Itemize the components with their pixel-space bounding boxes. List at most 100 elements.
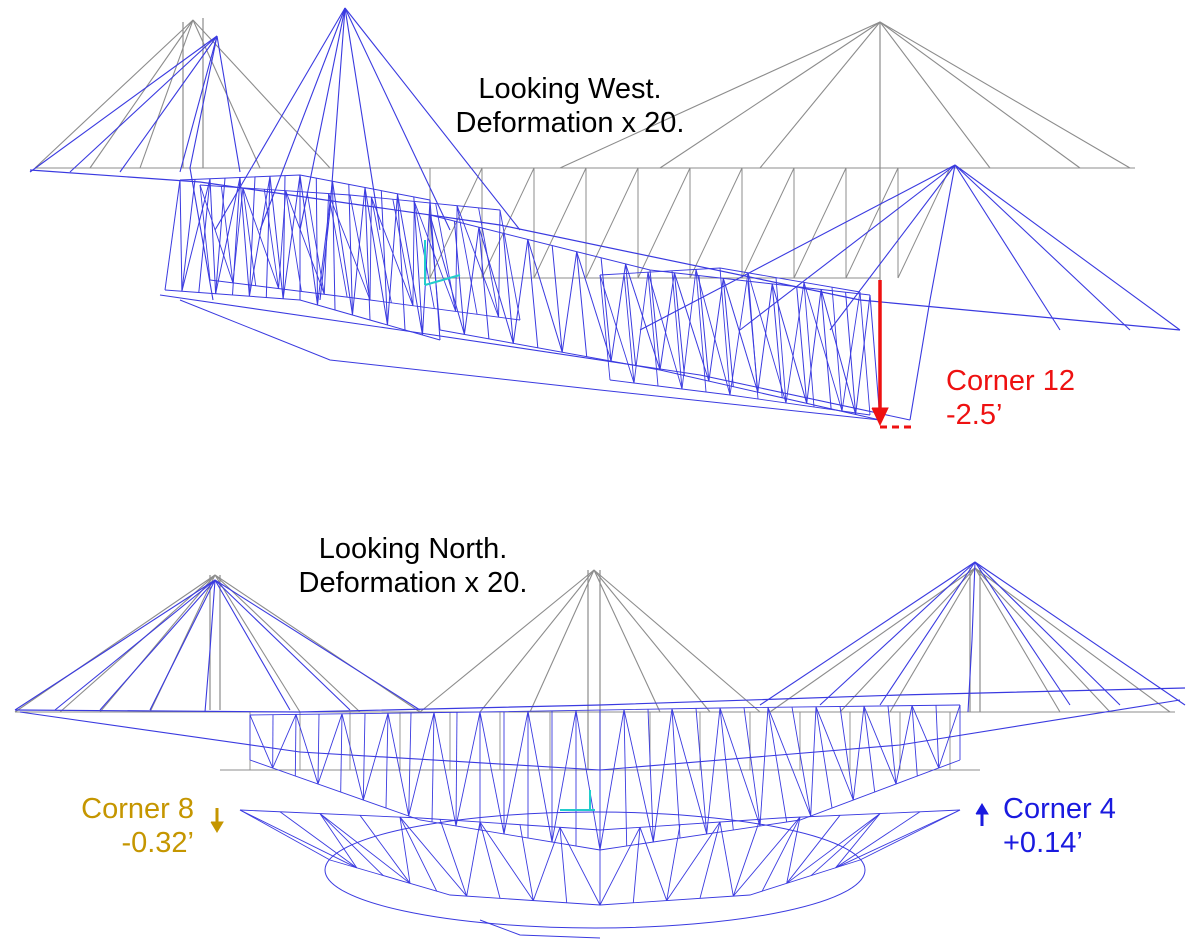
left-truss-diagonal xyxy=(181,178,211,292)
top-view-title-line1: Looking West. xyxy=(478,73,662,105)
left-truss-post xyxy=(215,178,226,294)
left-truss-inner-post xyxy=(499,209,521,321)
tower-mast xyxy=(967,561,976,713)
main-truss-diagonal xyxy=(938,704,961,769)
right-truss-diagonal xyxy=(855,294,871,415)
right-truss-post xyxy=(796,286,808,404)
bottom-view-title-line1: Looking North. xyxy=(318,533,508,565)
top-deformed-frame xyxy=(29,7,1181,421)
left-truss-diagonal xyxy=(352,187,366,316)
truss-diagonal xyxy=(793,167,847,279)
right-truss-inner-diagonal xyxy=(695,269,731,396)
main-truss-post xyxy=(839,706,854,801)
left-truss-post xyxy=(181,179,196,292)
main-truss-post xyxy=(767,707,788,823)
lower-truss-diagonal xyxy=(732,816,801,897)
left-truss-inner-post xyxy=(220,186,234,283)
truss-diagonal xyxy=(481,167,535,279)
displacement-markers xyxy=(210,280,989,833)
truss-diagonal xyxy=(585,167,639,279)
main-truss-diagonal xyxy=(671,708,708,835)
left-truss-diagonal xyxy=(299,174,318,306)
right-truss-diagonal xyxy=(527,239,563,353)
left-truss-diagonal xyxy=(397,193,423,336)
main-truss-diagonal xyxy=(272,714,297,769)
right-truss-inner-diagonal xyxy=(803,282,843,412)
right-truss-post xyxy=(698,275,710,382)
right-truss-post xyxy=(527,239,539,348)
right-truss-inner-diagonal xyxy=(681,269,697,390)
right-truss-inner-post xyxy=(623,273,635,384)
main-truss-diagonal xyxy=(249,714,274,769)
stay-cable xyxy=(214,579,421,711)
main-truss-post xyxy=(911,705,918,777)
left-truss-inner-diagonal xyxy=(328,193,371,301)
main-truss-post xyxy=(743,707,761,827)
deck-line xyxy=(14,687,1186,713)
main-truss-diagonal xyxy=(911,705,940,769)
left-truss-inner-diagonal xyxy=(199,184,234,284)
main-truss-diagonal xyxy=(706,707,721,835)
left-truss-diagonal xyxy=(209,178,217,294)
stay-cable xyxy=(593,569,711,713)
stay-cable xyxy=(839,567,976,713)
left-truss-post xyxy=(332,181,336,311)
lower-truss-post xyxy=(519,824,534,901)
main-truss-post xyxy=(695,708,708,835)
main-truss-post xyxy=(815,706,833,809)
main-truss-diagonal xyxy=(408,712,435,817)
lower-truss-post xyxy=(479,821,501,899)
lower-truss-diagonal xyxy=(399,817,411,884)
stay-cable xyxy=(974,561,1121,706)
lower-truss-diagonal xyxy=(666,821,721,901)
stay-cable xyxy=(34,19,194,169)
top-view-title-line2: Deformation x 20. xyxy=(455,107,685,139)
right-truss-inner-post xyxy=(599,274,611,381)
left-truss-inner-post xyxy=(478,207,500,318)
stay-cable xyxy=(639,164,956,331)
main-truss-diagonal xyxy=(815,706,854,801)
lower-truss-diagonal xyxy=(479,821,534,901)
stay-cable xyxy=(344,7,521,231)
right-truss-inner-chord xyxy=(599,267,861,293)
lower-truss-post xyxy=(786,815,841,884)
stay-cable xyxy=(879,21,1131,169)
lower-truss-post xyxy=(859,809,961,861)
truss-diagonal xyxy=(741,167,795,279)
stay-cable xyxy=(593,569,661,713)
main-truss-post xyxy=(317,714,320,785)
lower-truss-post xyxy=(559,827,568,903)
stay-cable xyxy=(69,35,218,173)
truss-diagonal xyxy=(429,167,483,279)
main-truss-diagonal xyxy=(719,707,761,827)
stay-cable xyxy=(99,574,216,713)
deck-line xyxy=(179,299,881,421)
left-truss-chord xyxy=(164,289,441,341)
corner-4-value: +0.14’ xyxy=(1003,827,1083,859)
left-truss-post xyxy=(397,193,406,331)
main-truss-post xyxy=(935,705,940,769)
truss-diagonal xyxy=(533,167,587,279)
stay-cable xyxy=(659,21,881,169)
right-truss-post xyxy=(820,289,832,409)
right-truss-post xyxy=(429,214,441,331)
main-truss-diagonal xyxy=(387,713,410,817)
main-truss-diagonal xyxy=(575,710,601,851)
left-truss-inner-post xyxy=(328,193,348,298)
stay-cable xyxy=(14,579,216,711)
main-truss-post xyxy=(719,707,734,831)
right-truss-post xyxy=(502,233,514,344)
right-truss-inner-post xyxy=(695,269,707,393)
bottom-view-title-line2: Deformation x 20. xyxy=(298,567,528,599)
left-truss-inner-diagonal xyxy=(278,190,287,289)
lower-truss-diagonal xyxy=(835,813,881,869)
left-truss-post xyxy=(248,176,256,297)
main-truss-diagonal xyxy=(551,710,577,843)
top-view-title: Looking West. Deformation x 20. xyxy=(420,72,720,140)
main-truss-post xyxy=(362,713,366,801)
lower-truss-diagonal xyxy=(835,809,961,869)
lower-truss-diagonal xyxy=(639,827,668,901)
stay-cable xyxy=(214,579,291,711)
stay-cable xyxy=(974,567,1171,713)
